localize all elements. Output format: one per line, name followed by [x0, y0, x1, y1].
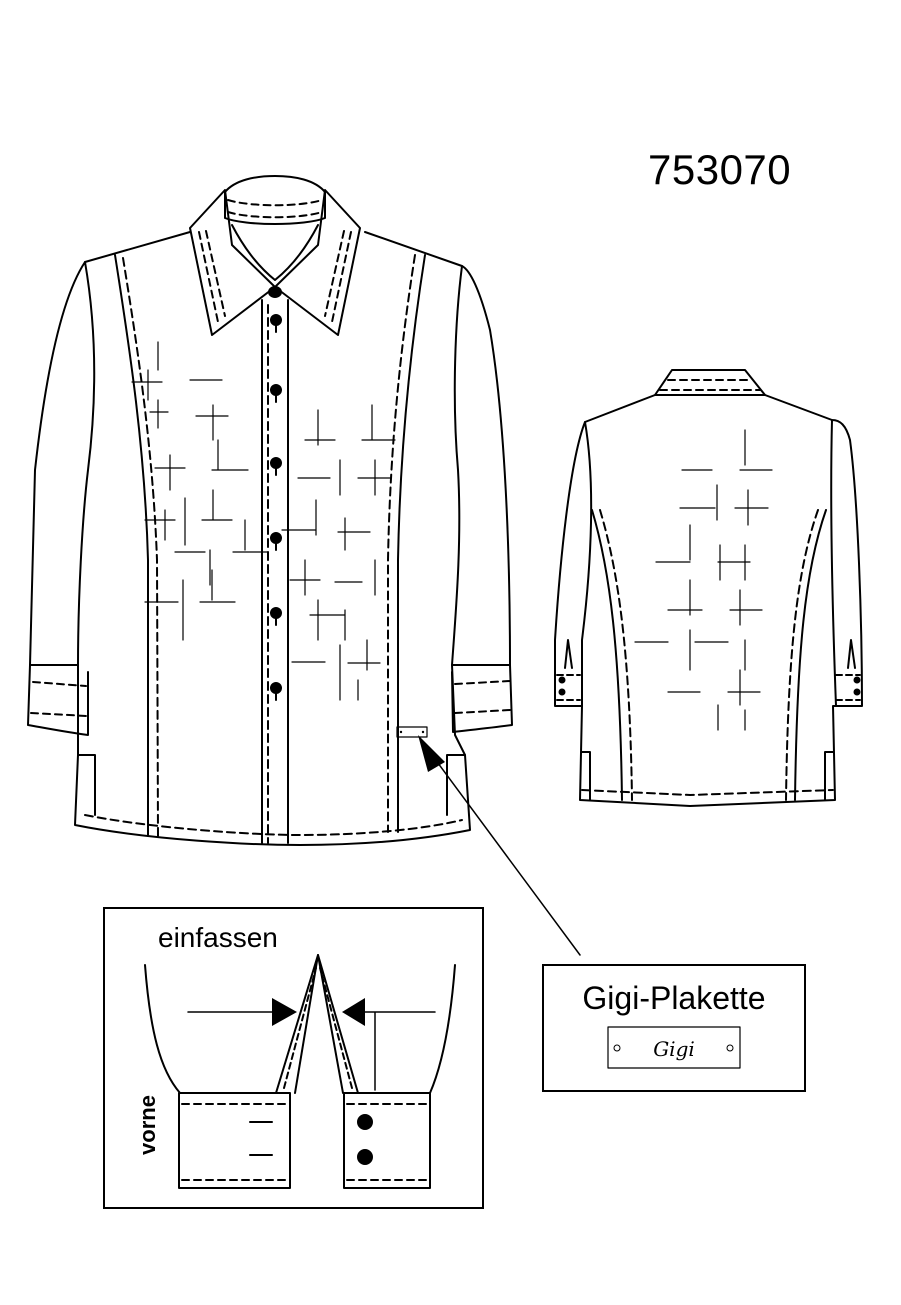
cuff-detail-title: einfassen — [158, 922, 278, 953]
front-right-cuff-stitch — [454, 680, 511, 714]
front-collar-stand — [224, 175, 326, 193]
front-collar-stand-stitch — [227, 199, 323, 219]
callout-arrow-line — [431, 754, 581, 956]
shirt-front-view — [27, 175, 581, 956]
front-right-slit — [446, 754, 466, 816]
shirt-back-view — [554, 369, 863, 807]
detail-left-cuff — [178, 1092, 291, 1189]
back-cross-pattern — [634, 429, 773, 731]
back-left-armhole — [581, 421, 593, 707]
detail-sleeve-left — [144, 964, 181, 1094]
front-left-cuff-stitch — [30, 681, 88, 717]
front-right-armhole — [451, 265, 463, 666]
front-cross-pattern — [131, 341, 396, 701]
collar-button — [268, 286, 282, 298]
detail-arrow-left-head — [272, 998, 297, 1026]
front-right-princess-stitch — [387, 254, 416, 833]
front-collar-left-stitch — [198, 230, 226, 323]
front-right-princess-seam — [397, 254, 426, 833]
front-label-plate — [396, 726, 428, 738]
detail-right-cuff-stitch — [346, 1103, 428, 1181]
back-collar-stitch — [659, 379, 761, 391]
detail-sleeve-right — [429, 964, 456, 1094]
back-right-cuff-placket — [847, 639, 856, 669]
label-callout-title: Gigi-Plakette — [582, 980, 766, 1016]
label-callout-box: Gigi-Plakette — [542, 964, 806, 1092]
front-collar-left — [189, 189, 276, 336]
front-placket — [261, 299, 289, 844]
back-left-princess-seam — [591, 509, 623, 801]
back-hem-stitch — [581, 789, 834, 796]
back-left-cuff-placket — [564, 639, 573, 669]
cuff-detail-box — [103, 907, 484, 1209]
cuff-detail-drawing — [144, 954, 456, 1189]
front-right-cuff — [451, 664, 513, 733]
front-left-princess-stitch — [122, 257, 159, 837]
back-right-armhole — [830, 419, 837, 707]
front-buttons — [270, 314, 282, 701]
back-slits — [581, 751, 834, 801]
callout-plate: Gigi — [607, 1026, 741, 1069]
detail-arrow-right-head — [342, 998, 365, 1026]
detail-placket-stitch — [283, 967, 353, 1089]
detail-left-cuff-stitch — [181, 1103, 288, 1181]
detail-cuff-button-2 — [357, 1149, 373, 1165]
front-hem-stitch — [84, 814, 463, 836]
front-left-princess-seam — [114, 254, 149, 837]
front-neckline — [231, 224, 319, 281]
back-cuff-buttons — [558, 676, 861, 696]
front-left-cuff — [27, 664, 89, 736]
detail-cuff-button-1 — [357, 1114, 373, 1130]
front-left-armhole — [77, 261, 96, 666]
front-body-outline — [29, 231, 511, 846]
back-right-cuff-stitch — [835, 674, 861, 701]
detail-left-cuff-buttonholes — [249, 1121, 273, 1156]
cuff-detail-side-label: vorne — [134, 1095, 160, 1155]
back-left-princess-stitch — [599, 509, 633, 801]
back-left-cuff-stitch — [556, 674, 581, 701]
style-number: 753070 — [648, 146, 792, 193]
back-collar — [654, 369, 766, 396]
callout-arrow-head — [418, 735, 445, 772]
back-right-princess-seam — [794, 509, 827, 801]
detail-arrow-right-line — [361, 1011, 436, 1091]
front-left-slit — [77, 754, 96, 816]
back-right-princess-stitch — [785, 509, 819, 801]
front-collar-stand-inner — [224, 191, 326, 225]
front-collar-right — [274, 189, 361, 336]
front-collar-right-stitch — [324, 230, 352, 323]
detail-right-cuff — [343, 1092, 431, 1189]
detail-placket-right — [317, 954, 359, 1094]
plate-brand-text: Gigi — [653, 1037, 695, 1061]
back-body-outline — [554, 394, 863, 807]
